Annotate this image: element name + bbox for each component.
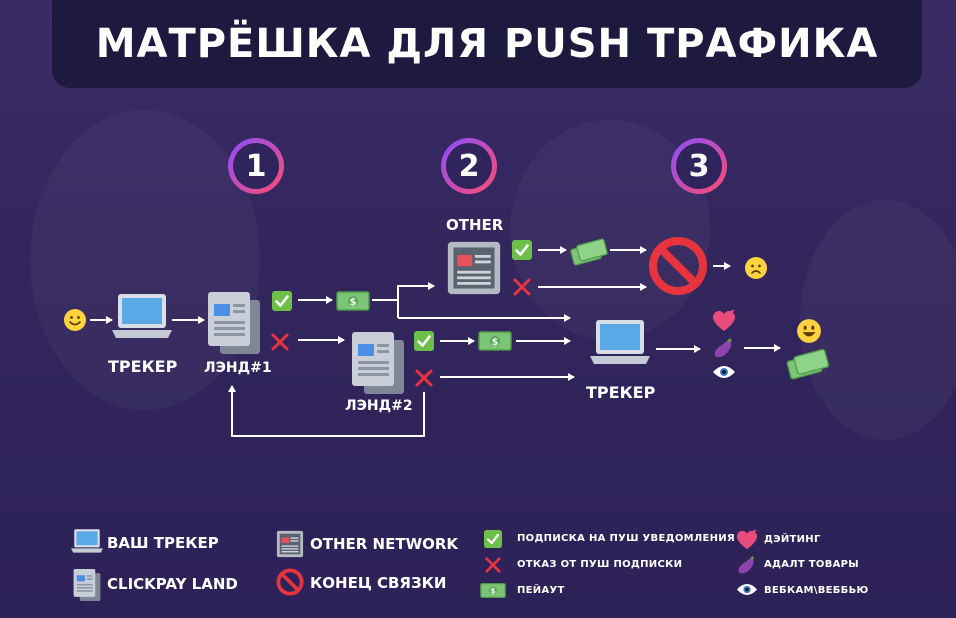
heart-icon	[712, 310, 736, 332]
money-icon	[336, 291, 370, 311]
step-3-number: 3	[676, 143, 722, 189]
legend-webcam-label: ВЕБКАМ\ВЕББЬЮ	[764, 585, 869, 596]
step-2-number: 2	[446, 143, 492, 189]
money-icon	[480, 583, 506, 598]
cross-icon	[271, 333, 289, 351]
laptop-icon	[112, 294, 172, 338]
landing-page-icon	[73, 569, 101, 601]
legend-push-refuse-label: ОТКАЗ ОТ ПУШ ПОДПИСКИ	[517, 559, 683, 570]
legend-dating: ДЭЙТИНГ	[764, 534, 821, 545]
step-1-badge: 1	[228, 138, 284, 194]
check-icon	[272, 291, 292, 311]
land1-label: ЛЭНД#1	[204, 360, 272, 376]
legend-end-link-label: КОНЕЦ СВЯЗКИ	[310, 574, 447, 592]
cross-icon	[513, 278, 531, 296]
legend-payout: ПЕЙАУТ	[517, 585, 565, 596]
legend-payout-label: ПЕЙАУТ	[517, 585, 565, 596]
title-bar: МАТРЁШКА ДЛЯ PUSH ТРАФИКА	[52, 0, 922, 88]
legend-dating-label: ДЭЙТИНГ	[764, 534, 821, 545]
legend-push-subscribe: ПОДПИСКА НА ПУШ УВЕДОМЛЕНИЯ	[517, 533, 735, 544]
cross-icon	[415, 369, 433, 387]
other-network-icon	[447, 241, 501, 295]
flow-arrows	[90, 246, 781, 437]
eggplant-icon	[738, 555, 755, 574]
eye-icon	[713, 366, 735, 378]
page-title: МАТРЁШКА ДЛЯ PUSH ТРАФИКА	[95, 21, 879, 67]
legend-end-link: КОНЕЦ СВЯЗКИ	[310, 574, 446, 592]
money-icon	[786, 348, 830, 380]
step-2-badge: 2	[441, 138, 497, 194]
money-icon	[478, 331, 512, 351]
no-entry-icon	[276, 568, 304, 596]
landing-page-icon	[208, 292, 260, 354]
legend-your-tracker: ВАШ ТРЕКЕР	[107, 534, 219, 552]
laptop-icon	[590, 320, 650, 364]
check-icon	[414, 331, 434, 351]
legend-webcam: ВЕБКАМ\ВЕББЬЮ	[764, 585, 869, 596]
legend-your-tracker-label: ВАШ ТРЕКЕР	[107, 534, 219, 552]
eye-icon	[736, 584, 758, 595]
step-3-badge: 3	[671, 138, 727, 194]
legend-adult-goods: АДАЛТ ТОВАРЫ	[764, 559, 859, 570]
tracker-right-label: ТРЕКЕР	[586, 383, 656, 402]
heart-icon	[736, 530, 758, 550]
money-icon	[570, 238, 609, 266]
land2-label: ЛЭНД#2	[345, 398, 413, 414]
no-entry-icon	[653, 241, 703, 291]
smile-icon	[63, 308, 87, 332]
smile-icon	[797, 319, 821, 343]
check-icon	[512, 240, 532, 260]
check-icon	[484, 530, 502, 548]
other-network-icon	[276, 530, 304, 558]
legend-clickpay-land-label: CLICKPAY LAND	[107, 575, 238, 593]
legend-other-network-label: OTHER NETWORK	[310, 535, 459, 553]
legend-other-network: OTHER NETWORK	[310, 535, 458, 553]
step-1-number: 1	[233, 143, 279, 189]
cross-icon	[485, 557, 501, 573]
legend-push-refuse: ОТКАЗ ОТ ПУШ ПОДПИСКИ	[517, 559, 682, 570]
eggplant-icon	[714, 338, 732, 358]
legend-clickpay-land: CLICKPAY LAND	[107, 575, 238, 593]
tracker-left-label: ТРЕКЕР	[108, 357, 178, 376]
laptop-icon	[71, 529, 103, 553]
legend-push-subscribe-label: ПОДПИСКА НА ПУШ УВЕДОМЛЕНИЯ	[517, 533, 735, 544]
legend-adult-goods-label: АДАЛТ ТОВАРЫ	[764, 559, 859, 570]
other-label: OTHER	[446, 216, 504, 234]
sad-face-icon	[744, 256, 768, 280]
landing-page-icon	[352, 332, 404, 394]
